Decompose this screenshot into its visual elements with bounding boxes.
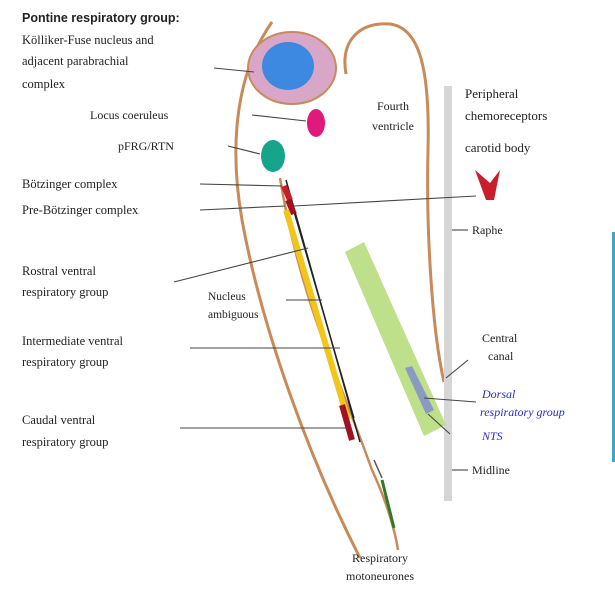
dorsal-group-label-1: Dorsal — [481, 387, 516, 401]
intermediate-vrg-label-2: respiratory group — [22, 355, 108, 369]
midline-label: Midline — [472, 463, 510, 477]
pontine-label-line4: complex — [22, 77, 66, 91]
botzinger-label: Bötzinger complex — [22, 177, 118, 191]
fourth-ventricle-label-1: Fourth — [377, 99, 409, 113]
nucleus-ambiguous-label-2: ambiguous — [208, 309, 259, 321]
botzinger-mark — [284, 186, 290, 200]
raphe-label: Raphe — [472, 223, 503, 237]
peripheral-chemoreceptors-label-2: chemoreceptors — [465, 108, 547, 123]
pontine-group-core — [262, 42, 314, 90]
motoneurone-tract — [382, 480, 394, 528]
central-canal-label-1: Central — [482, 331, 518, 345]
carotid-body-icon — [475, 170, 500, 200]
brainstem-outline-lower — [280, 178, 398, 550]
dorsal-group-label-2: respiratory group — [480, 405, 565, 419]
carotid-body-label: carotid body — [465, 140, 531, 155]
intermediate-vrg-label-1: Intermediate ventral — [22, 334, 124, 348]
motoneurones-label-2: motoneurones — [346, 569, 414, 583]
caudal-vrg-label-1: Caudal ventral — [22, 413, 96, 427]
motoneurones-label-1: Respiratory — [352, 551, 408, 565]
pfrg-rtn-shape — [261, 140, 285, 172]
vrg-column-inner — [292, 205, 354, 418]
pontine-label-line1: Pontine respiratory group: — [22, 11, 180, 25]
pontine-label-line2: Kölliker-Fuse nucleus and — [22, 33, 154, 47]
rostral-vrg-label-2: respiratory group — [22, 285, 108, 299]
peripheral-chemoreceptors-label-1: Peripheral — [465, 86, 519, 101]
locus-coeruleus-shape — [307, 109, 325, 137]
locus-coeruleus-label: Locus coeruleus — [90, 108, 169, 122]
fourth-ventricle-label-2: ventricle — [372, 119, 414, 133]
nucleus-ambiguous-label-1: Nucleus — [208, 291, 246, 303]
prebotzinger-label: Pre-Bötzinger complex — [22, 203, 139, 217]
rostral-vrg-label-1: Rostral ventral — [22, 264, 96, 278]
caudal-vrg-label-2: respiratory group — [22, 435, 108, 449]
nts-label: NTS — [481, 429, 503, 443]
central-canal-label-2: canal — [488, 349, 514, 363]
pontine-label-line3: adjacent parabrachial — [22, 54, 129, 68]
pfrg-rtn-label: pFRG/RTN — [118, 139, 174, 153]
vrg-column-yellow — [286, 210, 348, 420]
raphe-bar — [444, 86, 452, 501]
